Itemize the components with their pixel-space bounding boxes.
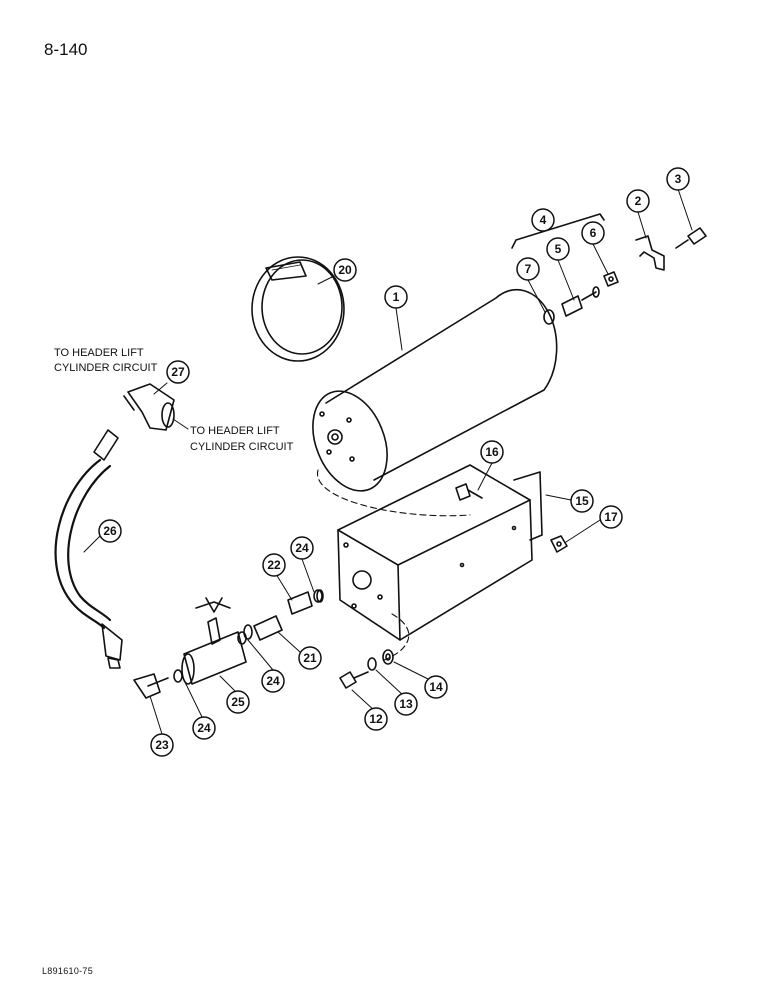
callout-17: 17 (599, 505, 623, 529)
fitting-7 (543, 309, 555, 325)
label-header-lift-top-2: CYLINDER CIRCUIT (54, 362, 158, 374)
svg-text:14: 14 (429, 680, 443, 694)
callout-27: 27 (166, 360, 190, 384)
callout-25: 25 (226, 690, 250, 714)
svg-text:1: 1 (393, 290, 400, 304)
dashed-guide-bolt (383, 613, 410, 661)
svg-text:22: 22 (267, 558, 281, 572)
svg-text:13: 13 (399, 697, 413, 711)
washer-13 (367, 657, 377, 671)
bolt-3 (675, 227, 707, 249)
svg-text:15: 15 (575, 494, 589, 508)
callout-23: 23 (150, 733, 174, 757)
bolt-12 (339, 671, 369, 689)
reservoir-tank (312, 288, 558, 492)
tee-fitting (123, 383, 175, 431)
washer-14 (382, 649, 394, 665)
svg-text:26: 26 (103, 524, 117, 538)
callout-26: 26 (98, 519, 122, 543)
callout-5: 5 (546, 237, 570, 261)
svg-text:5: 5 (555, 242, 562, 256)
callout-24-b: 24 (261, 669, 285, 693)
svg-text:6: 6 (590, 226, 597, 240)
svg-text:16: 16 (485, 445, 499, 459)
callout-13: 13 (394, 692, 418, 716)
oring-24c (316, 589, 324, 603)
callout-1: 1 (384, 285, 408, 309)
small-bracket (635, 235, 665, 271)
callout-21: 21 (298, 646, 322, 670)
oring-24a (173, 669, 183, 683)
callout-12: 12 (364, 707, 388, 731)
label-header-lift-top-1: TO HEADER LIFT (54, 347, 144, 359)
callout-24-c: 24 (290, 536, 314, 560)
nut-17 (550, 535, 568, 553)
svg-text:7: 7 (525, 262, 532, 276)
leader-lines (83, 188, 693, 735)
callout-16: 16 (480, 440, 504, 464)
label-header-lift-right-2: CYLINDER CIRCUIT (190, 441, 294, 453)
dashed-guide-tank (317, 469, 471, 517)
fitting-22 (287, 589, 323, 615)
nut-6 (603, 271, 619, 287)
mounting-bracket (337, 464, 543, 641)
footer-code: L891610-75 (42, 966, 94, 976)
callout-14: 14 (424, 675, 448, 699)
svg-text:12: 12 (369, 712, 383, 726)
elbow-23 (133, 673, 169, 699)
svg-text:27: 27 (171, 365, 185, 379)
callout-4: 4 (531, 208, 555, 232)
svg-text:3: 3 (675, 172, 682, 186)
hose-assembly (54, 429, 123, 669)
fitting-21 (243, 615, 283, 641)
label-header-lift-right-1: TO HEADER LIFT (190, 425, 280, 437)
svg-text:4: 4 (540, 213, 547, 227)
svg-text:17: 17 (604, 510, 618, 524)
callout-2: 2 (626, 189, 650, 213)
svg-text:25: 25 (231, 695, 245, 709)
needle-valve (181, 597, 247, 685)
svg-text:24: 24 (266, 674, 280, 688)
svg-text:20: 20 (338, 263, 352, 277)
callout-7: 7 (516, 257, 540, 281)
hose-clamp (251, 256, 345, 362)
callout-22: 22 (262, 553, 286, 577)
valve-5 (561, 286, 600, 317)
page-number: 8-140 (44, 40, 88, 59)
callout-15: 15 (570, 489, 594, 513)
svg-text:2: 2 (635, 194, 642, 208)
svg-text:23: 23 (155, 738, 169, 752)
callout-24-a: 24 (192, 716, 216, 740)
svg-text:24: 24 (295, 541, 309, 555)
svg-text:24: 24 (197, 721, 211, 735)
callout-20: 20 (333, 258, 357, 282)
callout-6: 6 (581, 221, 605, 245)
bolt-16 (455, 483, 483, 501)
callout-3: 3 (666, 167, 690, 191)
svg-text:21: 21 (303, 651, 317, 665)
kit-bracket-4 (511, 213, 605, 249)
